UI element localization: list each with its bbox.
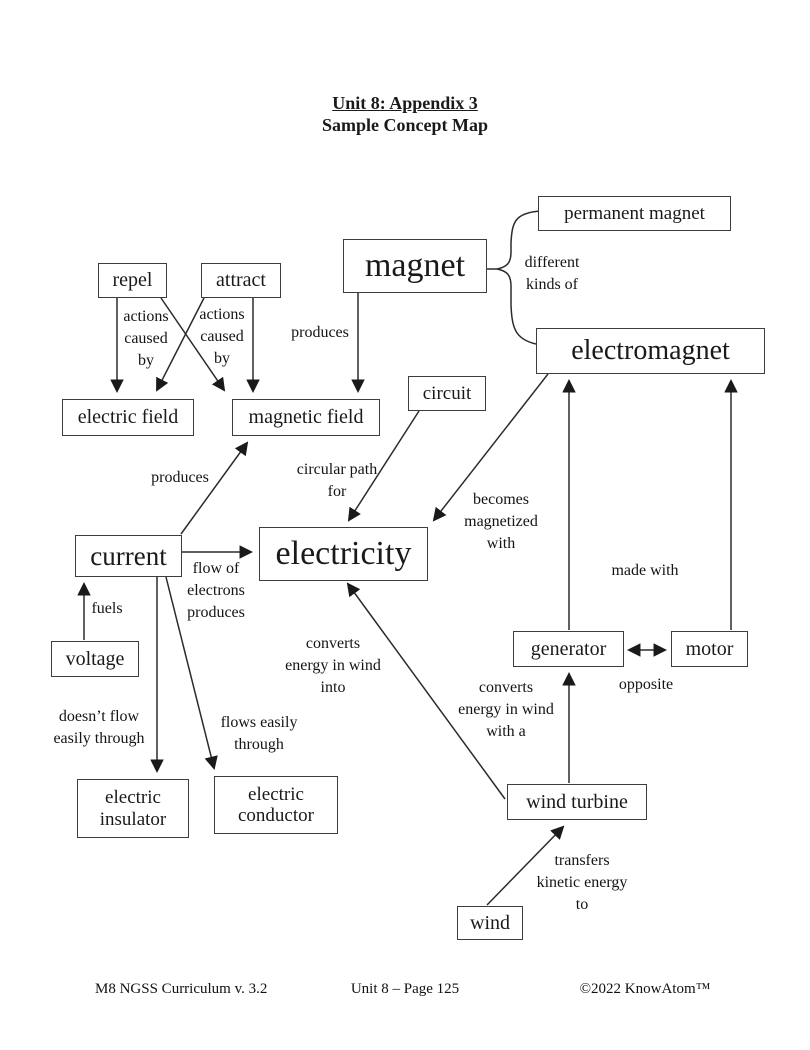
edge-repel-magneticfield [160,297,226,392]
label-converts-energy-in-wind-with-a: converts energy in wind with a [458,679,554,740]
node-motor: motor [671,631,748,667]
label-circular-path-for: circular path for [296,461,378,500]
edge-windturbine-electricity [346,582,506,800]
node-electricity: electricity [259,527,428,581]
label-produces-current: produces [151,469,209,486]
label-actions-caused-by-attract: actions caused by [199,306,245,367]
label-fuels: fuels [91,600,123,617]
node-permanent-magnet: permanent magnet [538,196,731,231]
label-made-with: made with [611,562,679,579]
page-title-line1: Unit 8: Appendix 3 [332,93,478,113]
node-electromagnet: electromagnet [536,328,765,374]
edge-magnet-kinds-brace [487,210,542,346]
node-attract: attract [201,263,281,298]
node-circuit: circuit [408,376,486,411]
label-doesnt-flow-easily-through: doesn’t flow easily through [53,708,145,747]
edge-attract-electricfield [156,297,205,392]
node-wind: wind [457,906,523,940]
label-flow-of-electrons-produces: flow of electrons produces [187,560,245,621]
node-magnet: magnet [343,239,487,293]
node-voltage: voltage [51,641,139,677]
label-transfers-kinetic-energy-to: transfers kinetic energy to [536,852,628,913]
node-repel: repel [98,263,167,298]
node-electric-insulator: electric insulator [77,779,189,838]
footer-copyright: ©2022 KnowAtom™ [579,981,711,997]
edge-circuit-electricity [347,410,420,522]
edge-electromagnet-electricity [432,373,549,522]
label-flows-easily-through: flows easily through [220,714,298,753]
footer-curriculum-version: M8 NGSS Curriculum v. 3.2 [95,981,268,997]
label-converts-energy-in-wind-into: converts energy in wind into [285,635,381,696]
footer-page-number: Unit 8 – Page 125 [350,981,460,997]
label-becomes-magnetized-with: becomes magnetized with [464,491,538,552]
page-title-line2: Sample Concept Map [322,115,488,135]
node-wind-turbine: wind turbine [507,784,647,820]
label-produces-magnet: produces [291,324,349,341]
node-electric-field: electric field [62,399,194,436]
edge-current-conductor [165,576,218,770]
label-actions-caused-by-repel: actions caused by [123,308,169,369]
node-current: current [75,535,182,577]
node-magnetic-field: magnetic field [232,399,380,436]
edge-current-magneticfield [180,441,249,535]
page-title: Unit 8: Appendix 3 Sample Concept Map [0,92,810,137]
label-different-kinds-of: different kinds of [524,254,580,293]
node-generator: generator [513,631,624,667]
label-opposite: opposite [618,676,674,693]
edge-wind-windturbine [486,825,565,906]
node-electric-conductor: electric conductor [214,776,338,834]
